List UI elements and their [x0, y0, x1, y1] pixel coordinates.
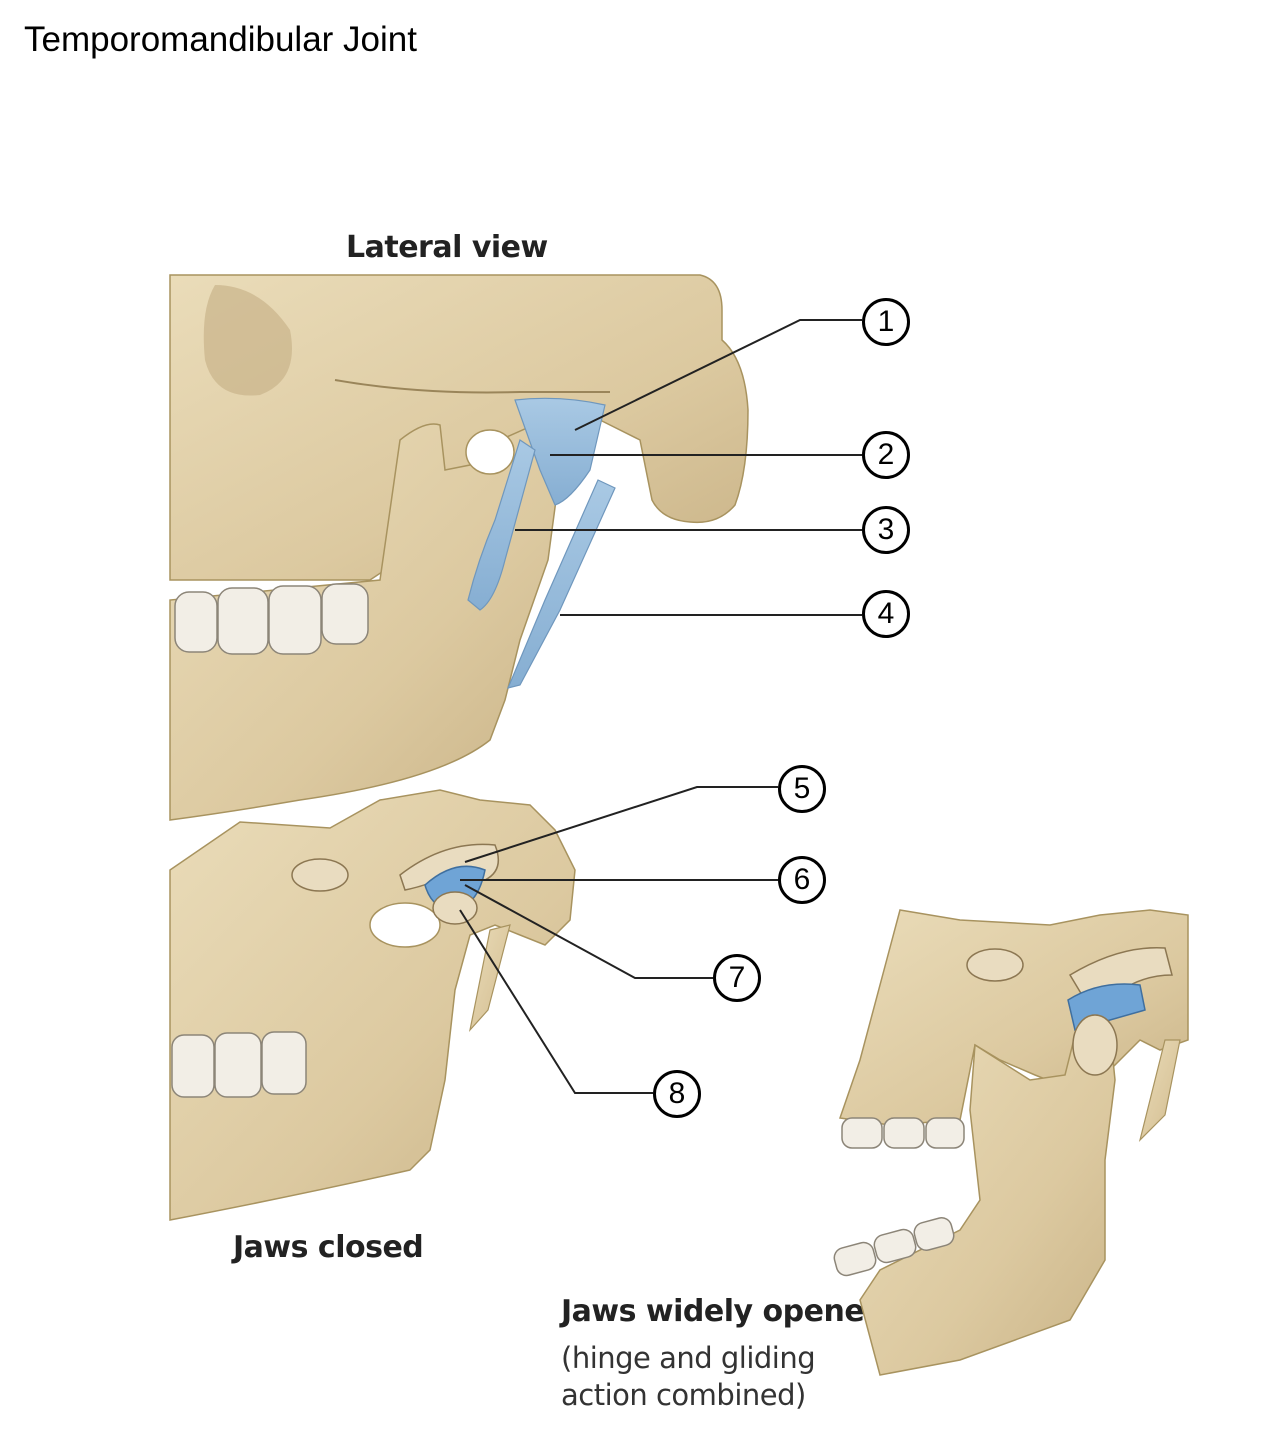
closed-teeth [171, 1031, 307, 1098]
callout-6: 6 [778, 856, 826, 904]
zygomatic-arch-line [334, 379, 610, 394]
closed-zygomatic-section [291, 858, 349, 892]
jaws-closed-label: Jaws closed [233, 1230, 424, 1265]
jaws-opened-illustration [833, 909, 1189, 1376]
mandibular-notch [465, 429, 515, 475]
opened-lower-teeth [833, 1217, 955, 1277]
page-title: Temporomandibular Joint [24, 20, 417, 59]
callout-3: 3 [862, 506, 910, 554]
lateral-view-illustration [169, 274, 749, 821]
leader-lines [459, 319, 862, 1094]
jaws-opened-note-line2: action combined) [561, 1378, 806, 1412]
closed-styloid-process [468, 924, 511, 1033]
callout-4: 4 [862, 590, 910, 638]
jaws-opened-label: Jaws widely opened [561, 1294, 886, 1329]
closed-skull-shape [169, 789, 576, 1221]
stylomandibular-ligament-upper [467, 439, 536, 611]
opened-mandible-shape [859, 1029, 1116, 1376]
opened-upper-teeth [841, 1117, 965, 1149]
leader-line-8 [459, 909, 653, 1094]
closed-condyle-head [432, 891, 478, 925]
lateral-ligament [514, 397, 606, 506]
callout-7: 7 [713, 954, 761, 1002]
lateral-view-label: Lateral view [346, 230, 548, 265]
leader-line-1 [574, 319, 862, 431]
upper-teeth [174, 583, 369, 655]
leader-line-5 [464, 786, 778, 863]
cranium-shape [169, 274, 749, 581]
callout-2: 2 [862, 431, 910, 479]
callout-5: 5 [778, 765, 826, 813]
callout-8: 8 [653, 1070, 701, 1118]
opened-zygomatic-section [966, 948, 1024, 982]
callout-1: 1 [862, 298, 910, 346]
closed-notch [369, 902, 441, 948]
leader-line-7 [464, 884, 713, 979]
jaws-opened-note-line1: (hinge and gliding [561, 1341, 816, 1375]
opened-condyle-head [1072, 1014, 1118, 1076]
stylomandibular-ligament [506, 479, 616, 689]
opened-styloid-process [1138, 1039, 1181, 1142]
jaws-closed-illustration [169, 789, 576, 1221]
orbit-shadow [203, 285, 292, 396]
